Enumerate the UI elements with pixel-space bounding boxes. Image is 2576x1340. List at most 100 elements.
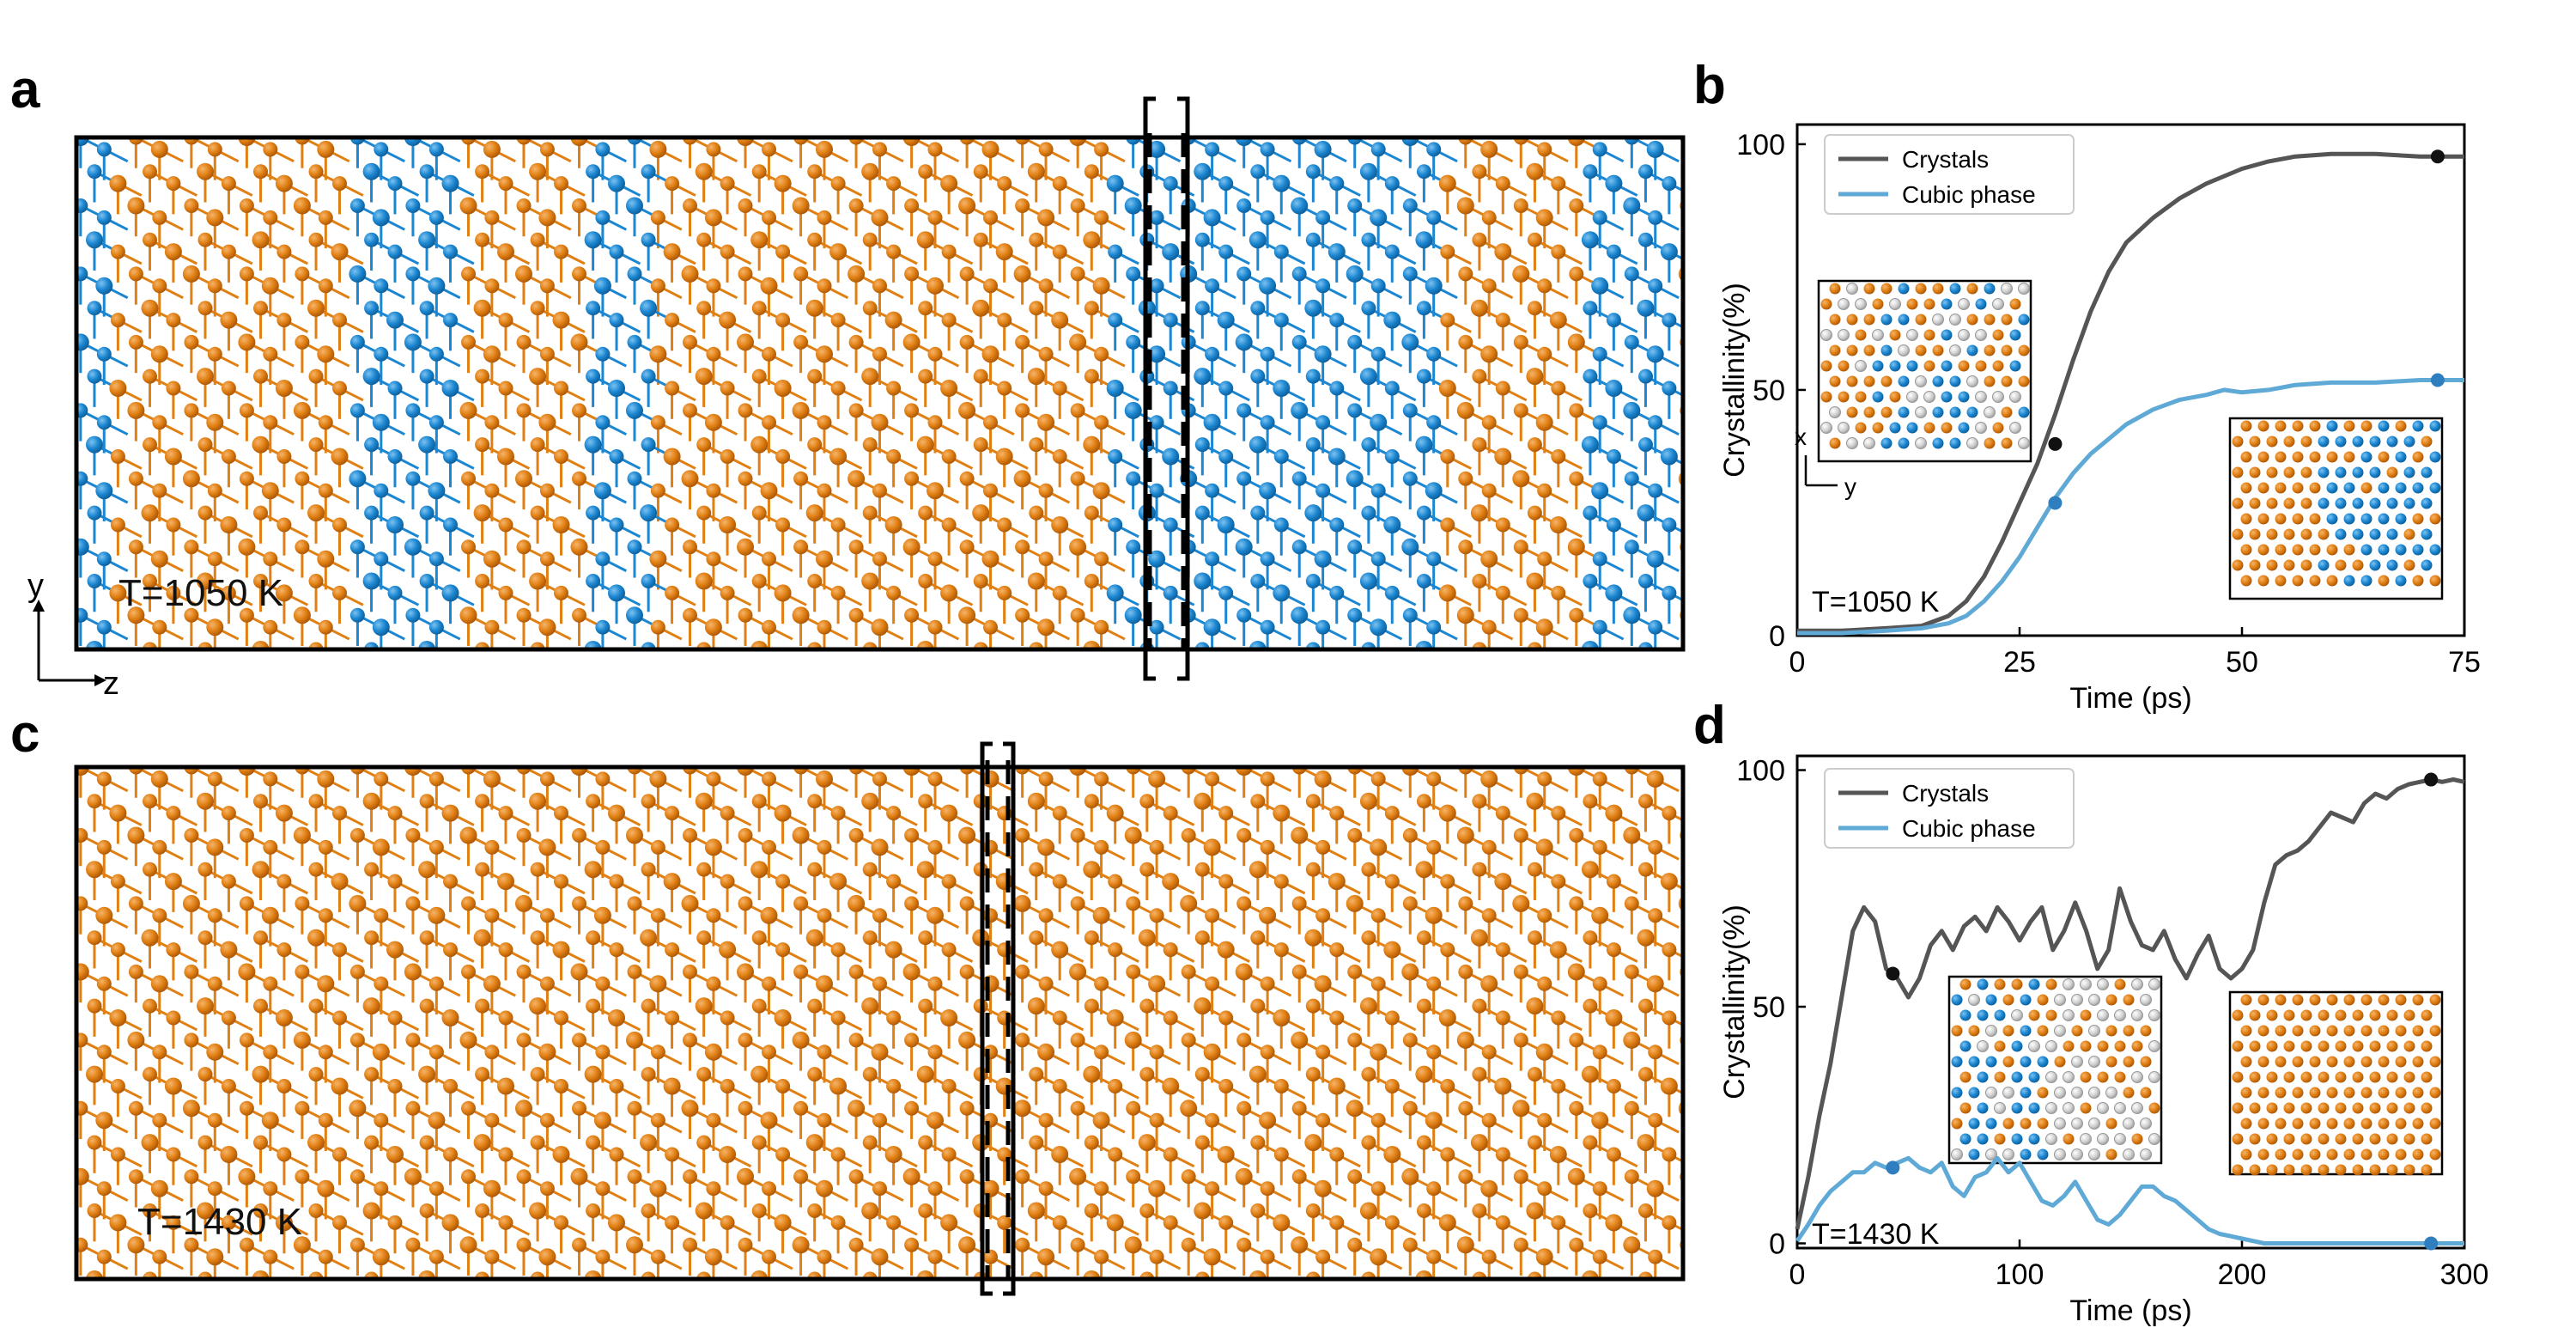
atom [1537,278,1552,294]
inset-atom [1915,406,1927,418]
inset-atom [1932,314,1944,326]
inset-atom [2360,575,2372,587]
atom [1694,862,1709,877]
atom [683,334,697,350]
inset-atom [1966,283,1978,295]
atom [760,906,778,924]
atom [1624,266,1639,282]
atom [497,653,514,670]
atom [1305,1203,1321,1218]
atom [1094,619,1109,635]
inset-atom [1923,391,1935,403]
atom [1606,942,1621,958]
atom [1384,1010,1400,1026]
atom [1108,449,1123,464]
atom [1385,1283,1400,1298]
atom [762,1249,776,1264]
inset-atom [2054,1025,2066,1037]
atom [1438,174,1456,192]
atom [1527,301,1542,316]
atom [484,908,500,923]
atom [109,1009,127,1026]
atom [848,1237,864,1252]
atom [1194,862,1210,877]
atom [1549,941,1567,959]
atom [529,997,547,1015]
atom [1513,1237,1528,1252]
atom [166,517,181,533]
atom [1260,210,1275,225]
atom [150,345,168,363]
atom [349,828,365,843]
atom [1694,930,1709,945]
atom [221,381,236,396]
atom [861,1202,879,1220]
atom [1385,654,1400,668]
inset-atom [2257,1148,2269,1160]
atom [1236,1032,1252,1048]
atom [1605,584,1623,602]
atom [608,584,625,602]
inset-atom [2018,437,2030,449]
atom [1551,449,1566,464]
atom [641,794,656,809]
atom [1163,942,1178,958]
inset-atom [1959,1040,1971,1052]
atom [1205,483,1220,498]
atom [1305,232,1321,247]
inset-atom [1977,1071,1989,1083]
atom [1416,1203,1431,1218]
y-tick-label: 100 [1736,129,1785,161]
atom [222,654,236,668]
atom [1260,771,1275,787]
atom [317,345,335,363]
atom [1592,346,1607,362]
atom [572,828,586,843]
atom [1425,482,1443,500]
atom [253,368,268,384]
atom [372,209,390,227]
atom [958,1236,976,1254]
inset-atom [1966,375,1978,387]
atom [76,963,89,981]
atom [331,873,349,891]
atom [829,873,848,891]
atom [1384,176,1400,192]
inset-atom [2009,329,2021,341]
inset-atom [1958,360,1970,372]
atom [762,1181,776,1197]
atom [318,1249,333,1264]
inset-atom [1855,422,1867,434]
y-tick-label: 50 [1753,375,1785,407]
atom [1569,1237,1584,1252]
atom [1537,483,1552,498]
atom [649,345,667,363]
inset-atom [2283,1009,2295,1021]
atom [941,517,957,533]
atom [1481,839,1497,855]
atom [1537,1112,1552,1128]
inset-atom [2037,1087,2049,1099]
atom [1027,368,1045,386]
inset-atom [1838,298,1850,310]
inset-atom [1820,329,1832,341]
inset-atom [1838,329,1850,341]
atom [96,551,112,567]
atom [720,874,735,889]
atom [1567,538,1585,556]
inset-atom [2318,559,2330,571]
inset-atom [2266,1102,2278,1114]
atom [419,998,434,1014]
inset-atom [2009,298,2021,310]
atom [927,346,943,362]
atom [308,1067,324,1082]
atom [1015,607,1030,623]
atom [640,1134,658,1152]
atom [1013,894,1031,912]
inset-atom [2097,1102,2109,1114]
atom [405,1237,421,1252]
atom [665,1147,680,1162]
atom [650,210,665,225]
inset-atom [1820,422,1832,434]
